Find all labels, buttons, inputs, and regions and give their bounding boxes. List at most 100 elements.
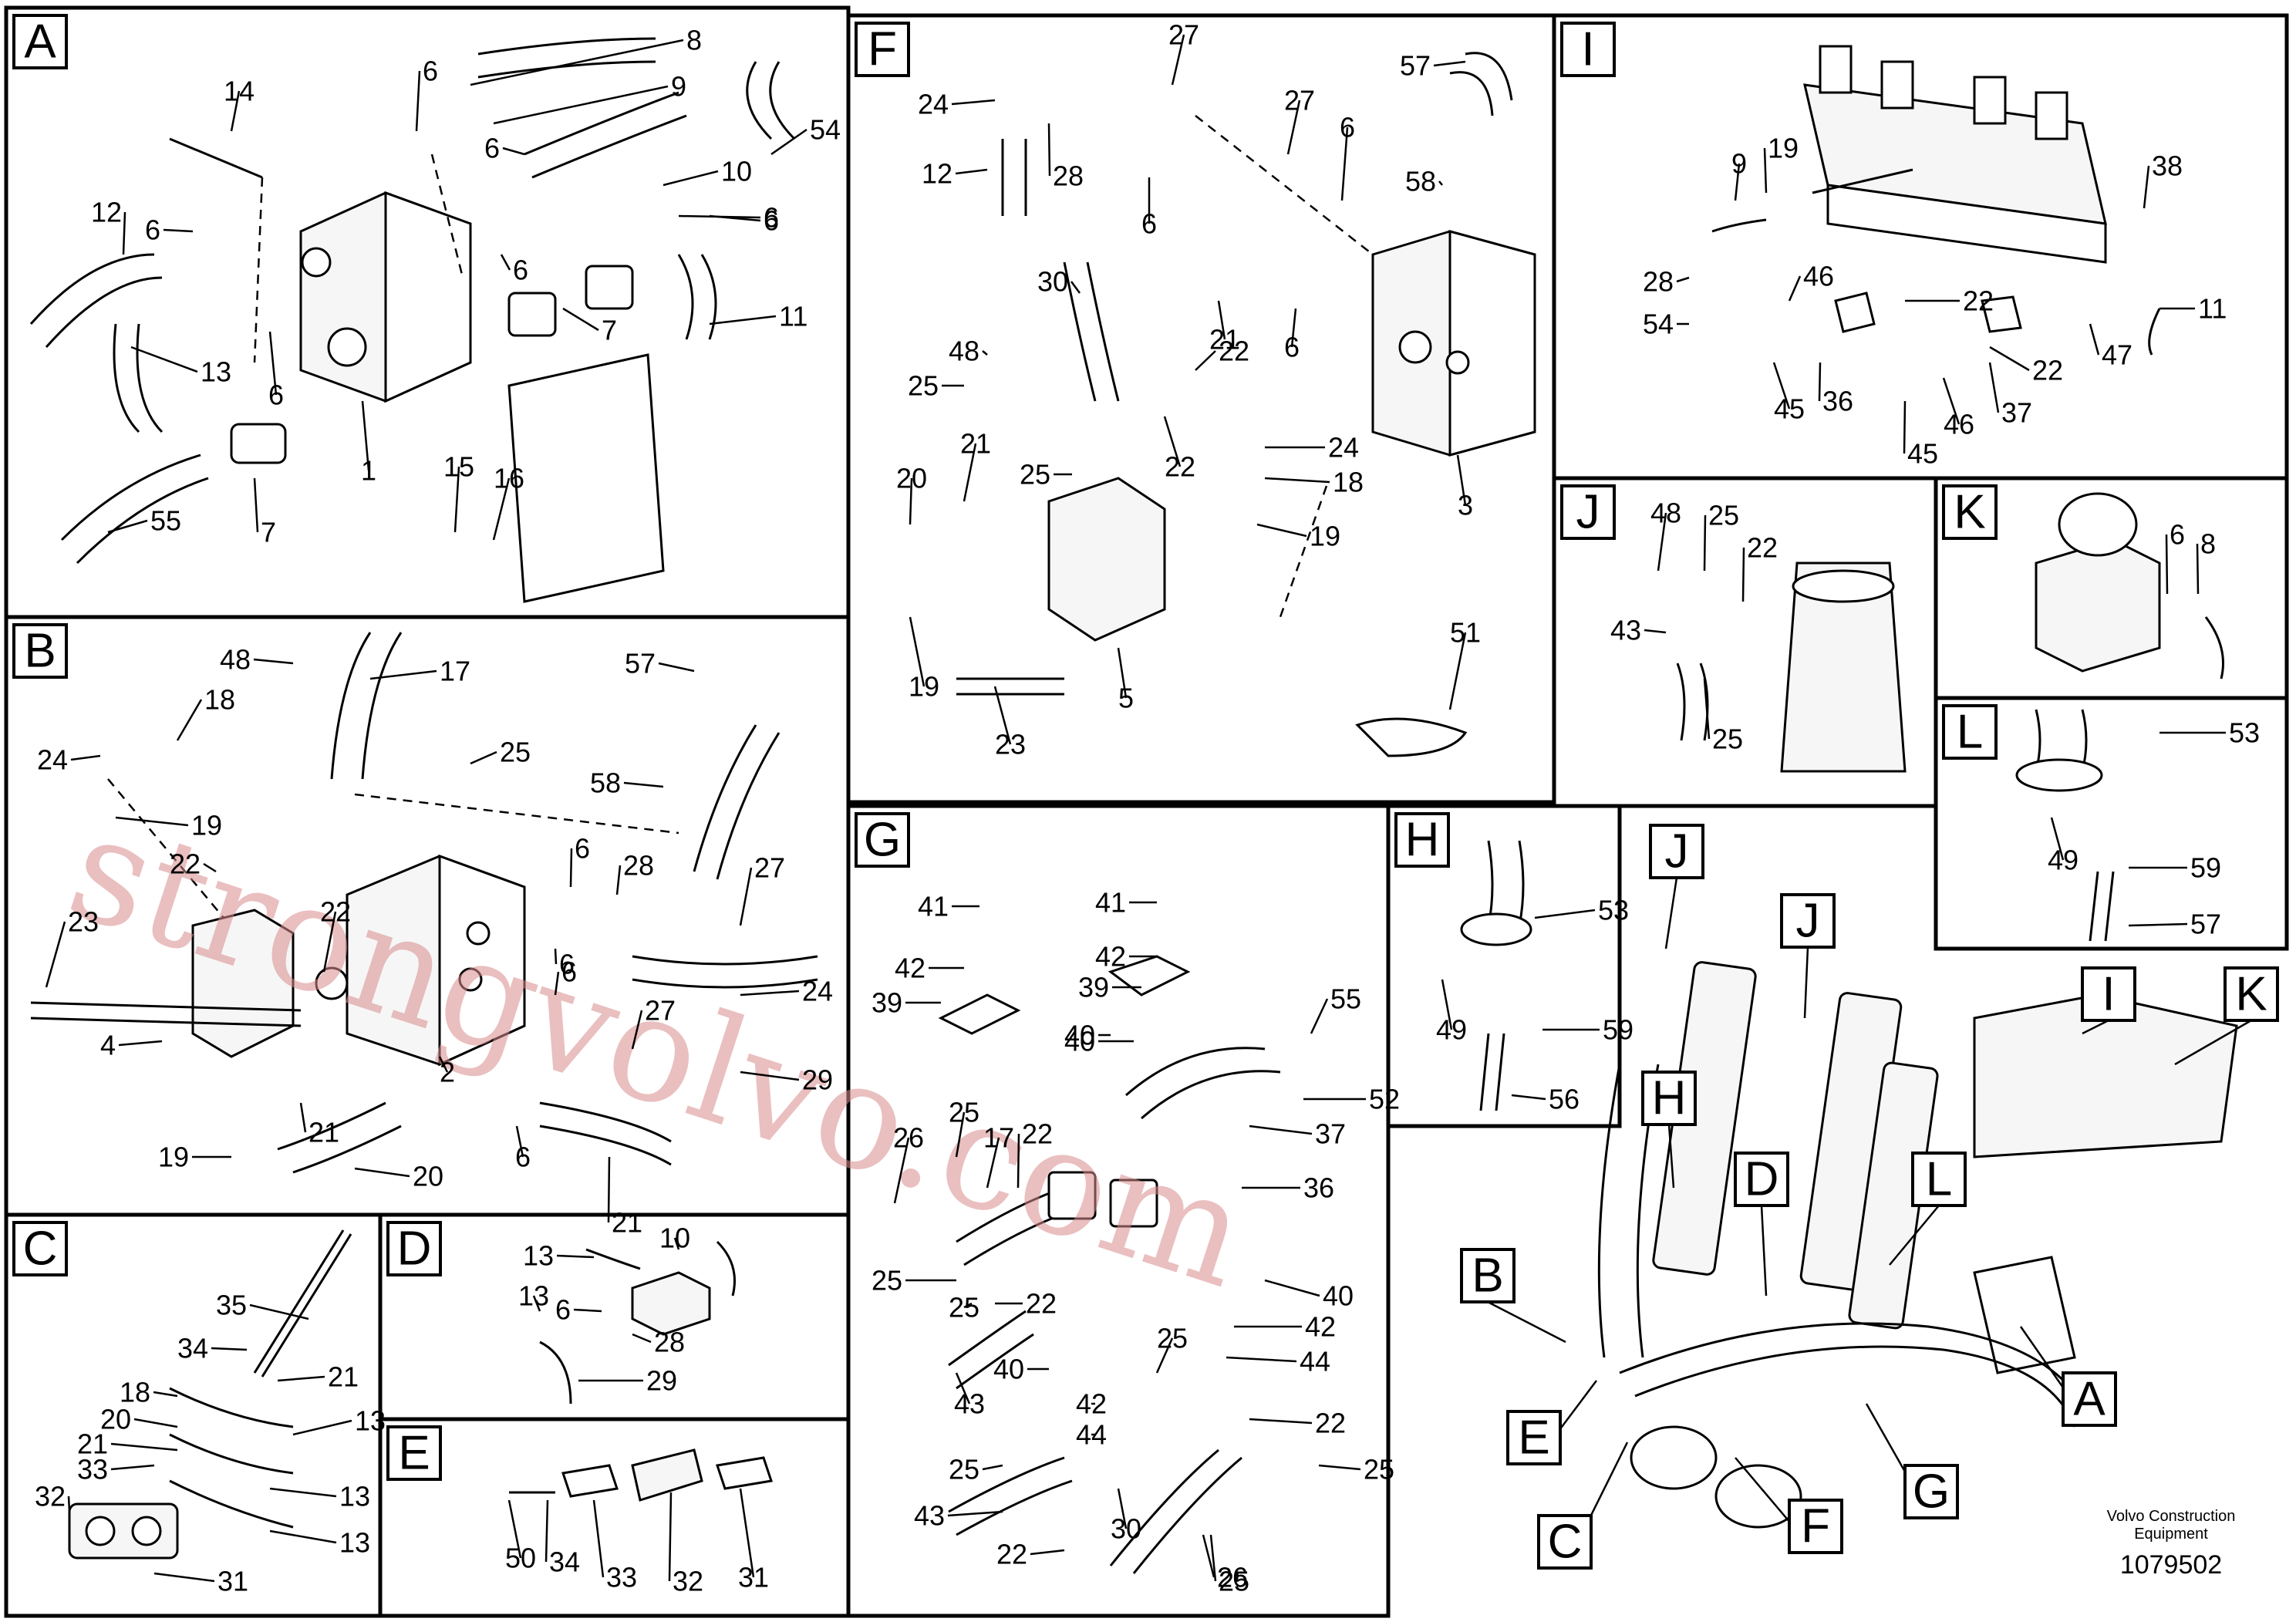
callout-number: 17: [440, 656, 470, 687]
document-number: 1079502: [2120, 1550, 2222, 1580]
callout-leader: [615, 865, 622, 895]
callout-l: 57: [2128, 909, 2221, 940]
callout-a: 7: [253, 477, 276, 548]
callout-leader: [982, 1464, 1003, 1471]
callout-b: 48: [220, 644, 294, 676]
callout-number: 46: [1803, 261, 1834, 292]
panel-tag-h: H: [1394, 812, 1450, 868]
panel-tag-label: L: [1957, 706, 1983, 759]
callout-number: 17: [983, 1122, 1014, 1154]
callout-leader: [118, 1040, 163, 1047]
callout-number: 57: [1400, 50, 1431, 82]
overview-tag-l: L: [1889, 1152, 1967, 1266]
callout-l: 59: [2129, 852, 2221, 884]
callout-number: 40: [993, 1354, 1024, 1385]
callout-number: 28: [623, 850, 654, 882]
callout-g: 40: [993, 1354, 1049, 1385]
credit-line-2: Equipment: [2134, 1526, 2208, 1543]
callout-g: 42: [1095, 941, 1157, 973]
callout-leader: [107, 519, 148, 534]
callout-i: 45: [1903, 400, 1938, 470]
callout-leader: [1195, 350, 1216, 371]
callout-number: 26: [893, 1122, 924, 1154]
callout-b: 6: [569, 833, 590, 888]
panel-tag-k: K: [1942, 484, 1998, 540]
callout-leader: [1989, 346, 2030, 372]
callout-number: 6: [764, 202, 779, 234]
callout-a: 55: [107, 505, 181, 537]
callout-leader: [1070, 281, 1081, 294]
callout-number: 29: [802, 1064, 833, 1096]
callout-leader: [292, 1419, 352, 1436]
panel-tag-c: C: [12, 1221, 68, 1276]
callout-e: 50: [505, 1499, 536, 1574]
callout-number: 6: [1340, 112, 1355, 143]
panel-l-illustration: [2015, 709, 2115, 942]
callout-number: 6: [484, 133, 500, 164]
panel-tag-g: G: [855, 812, 910, 868]
overview-illustration: [1597, 961, 2238, 1529]
callout-a: 12: [91, 197, 126, 255]
callout-c: 32: [35, 1481, 71, 1512]
callout-g: 25: [1318, 1454, 1394, 1485]
callout-leader: [1155, 1337, 1174, 1374]
callout-leader: [1734, 163, 1741, 201]
overview-tag-a: A: [2019, 1326, 2117, 1427]
callout-f: 21: [1209, 300, 1240, 356]
callout-leader: [632, 1333, 652, 1344]
callout-number: 11: [2198, 293, 2227, 325]
callout-c: 35: [216, 1290, 309, 1321]
callout-number: 50: [505, 1543, 536, 1574]
callout-j: 48: [1650, 497, 1681, 572]
callout-number: 39: [872, 987, 902, 1019]
callout-f: 22: [1163, 416, 1195, 483]
callout-leader: [2165, 534, 2169, 595]
callout-b: 21: [299, 1102, 339, 1148]
callout-leader: [1249, 1125, 1313, 1135]
callout-number: 28: [1643, 266, 1674, 298]
callout-g: 30: [1111, 1488, 1141, 1545]
callout-number: 58: [1405, 166, 1436, 197]
callout-number: 28: [654, 1327, 685, 1358]
panel-tag-j: J: [1560, 484, 1616, 540]
callout-number: 20: [100, 1404, 131, 1435]
callout-j: 22: [1741, 532, 1778, 602]
callout-j: 25: [1703, 500, 1739, 572]
callout-leader: [2128, 922, 2188, 927]
callout-f: 24: [918, 89, 996, 120]
callout-leader: [153, 1572, 215, 1583]
overview-tag-label: C: [1548, 1516, 1583, 1569]
callout-leader: [573, 1308, 602, 1313]
callout-number: 28: [1053, 160, 1084, 192]
callout-leader: [163, 228, 194, 233]
callout-leader: [1249, 1418, 1313, 1425]
callout-b: 17: [369, 656, 470, 687]
overview-tag-k: K: [2174, 966, 2279, 1066]
callout-g: 22: [996, 1539, 1065, 1570]
overview-tag-label: D: [1745, 1153, 1779, 1206]
callout-f: 28: [1047, 123, 1084, 192]
callout-g: 37: [1249, 1118, 1346, 1150]
callout-number: 46: [1944, 409, 1974, 440]
callout-leader: [951, 99, 996, 106]
callout-b: 6: [515, 1125, 531, 1173]
callout-leader: [739, 867, 753, 926]
callout-leader: [1703, 514, 1707, 572]
callout-number: 12: [91, 197, 122, 228]
callout-f: 57: [1400, 50, 1466, 82]
overview-tag-b: B: [1460, 1248, 1566, 1344]
callout-l: 53: [2159, 717, 2260, 749]
callout-f: 20: [896, 463, 927, 525]
callout-g: 43: [914, 1500, 1003, 1532]
callout-b: 22: [170, 848, 217, 880]
callout-leader: [230, 90, 241, 132]
callout-d: 13: [518, 1280, 549, 1312]
callout-leader: [1438, 180, 1443, 186]
callout-number: 40: [1323, 1280, 1354, 1312]
callout-number: 27: [754, 852, 785, 884]
callout-leader: [203, 862, 217, 873]
overview-tag-label: A: [2073, 1373, 2106, 1426]
panel-tag-label: C: [23, 1222, 58, 1276]
